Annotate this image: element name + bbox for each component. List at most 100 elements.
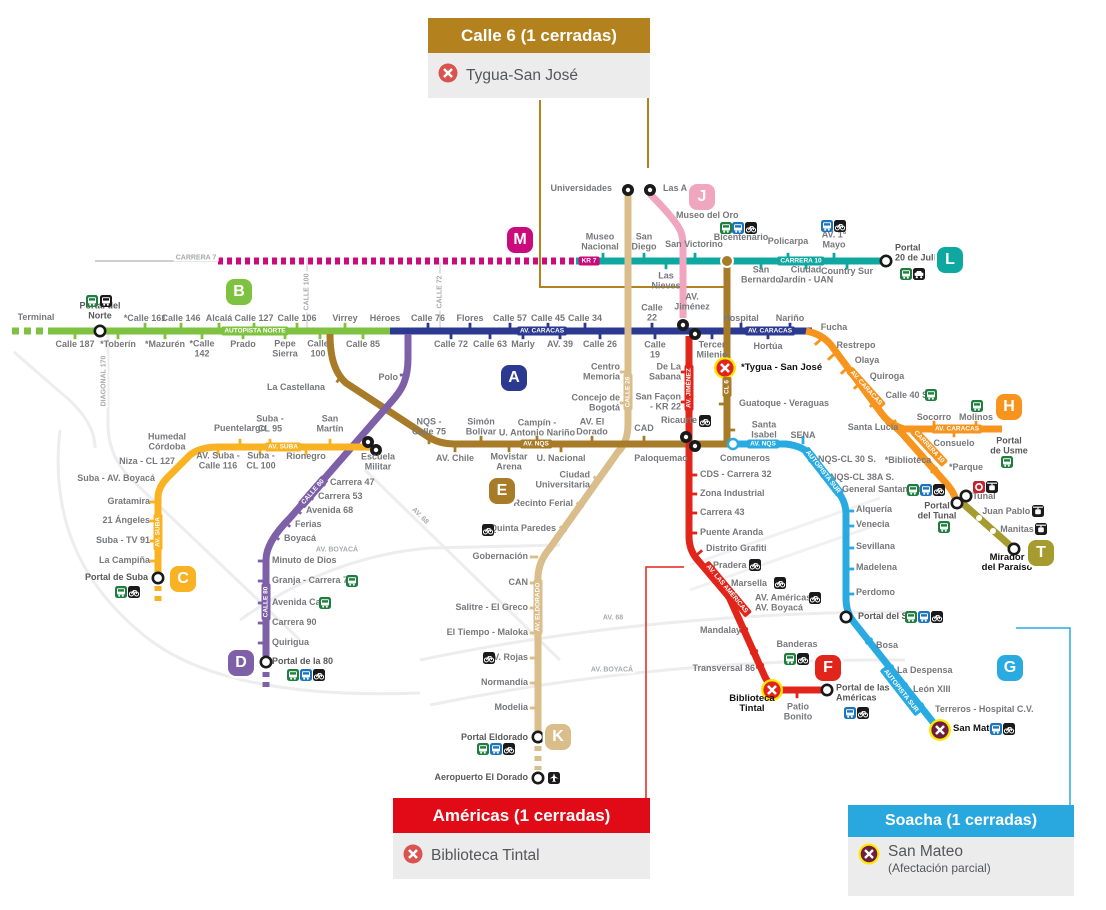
line-marker-G: G [997,655,1023,681]
line-D [262,334,412,656]
bus-blue-icon [821,220,833,232]
station-label: Suba - CL 95 [256,413,284,433]
line-marker-L: L [937,247,963,273]
line-K [534,194,632,740]
bike-icon [933,484,945,496]
closed-station-name: San Mateo [888,843,963,860]
leader-americas [645,566,684,798]
station-label: Portal de Suba [84,572,148,583]
street-chip: AV. NQS [520,439,552,449]
station-label: Avenida Cali [272,597,326,608]
bus-blue-icon [918,611,930,623]
station-label: Virrey [332,313,358,324]
station-label: Niza - CL 127 [119,456,175,467]
station-tick [426,322,430,332]
interchange-circle-center [625,187,631,193]
station-tick [801,435,805,445]
bus-green-icon [319,597,331,609]
interchange-circle-center [680,322,686,328]
street-chip: AV. NQS [747,439,779,449]
station-tick [598,330,602,340]
station-label: Calle 57 [492,313,528,324]
station-tick [653,330,657,340]
portal-station-circle [879,254,893,268]
station-label: Calle 63 [472,339,508,350]
station-label: San Mateo [953,722,1001,734]
station-tick [749,649,759,655]
station-tick [282,520,292,528]
plane-icon [548,772,560,784]
station-label: León XIII [913,684,951,695]
portal-station-circle [531,730,545,744]
line-marker-F: F [815,655,841,681]
station-tick [217,322,221,332]
street-chip: AV. SUBA [153,514,163,550]
station-label: Las Nieves [651,270,681,290]
station-tick [688,492,698,496]
station-tick [845,260,849,270]
station-label: Pepe Sierra [272,338,298,358]
station-label: Perdomo [856,587,896,598]
station-label: La Campiña [98,555,150,566]
station-label: CAD [634,423,654,434]
bus-green-icon [907,484,919,496]
bus-dark-icon [100,295,112,307]
interchange-circle-center [365,439,371,445]
station-label: CDS - Carrera 32 [700,469,772,480]
station-label: Avenida 68 [306,505,354,516]
station-tick [718,402,728,406]
station-label: Ferias [295,519,322,530]
road-label: CALLE 100 [303,271,311,313]
station-tick [650,322,654,332]
station-label: Banderas [776,639,818,650]
station-tick [257,579,267,583]
station-tick [759,260,763,270]
station-label: Centro Memoria [582,361,620,381]
station-label: Gobernación [472,551,528,562]
station-label: De La Sabana [648,361,681,381]
station-label: NQS-CL 38A S. [830,472,895,483]
leader-calle6 [539,100,725,288]
station-label: Portal de Usme [990,435,1028,455]
station-label: Calle 26 [582,339,618,350]
station-label: AV. Chile [435,453,475,464]
station-tick [257,641,267,645]
station-label: Patio Bonito [783,701,813,721]
bus-blue-icon [920,484,932,496]
station-tick [726,428,736,432]
portal-station-circle [959,489,973,503]
interchange-circle-center [692,443,698,449]
station-tick [179,322,183,332]
leader-soacha [1016,627,1071,805]
station-label: AV. Américas - AV. Boyacá [755,592,817,612]
road-label: DIAGONAL 170 [100,353,108,409]
station-tick [583,322,587,332]
street-chip: CALLE 80 [261,583,271,621]
banner-soacha-title: Soacha (1 cerradas) [848,805,1074,837]
station-tick [619,370,629,374]
station-label: Ciudad Universitaria [535,469,590,489]
banner-calle6: Calle 6 (1 cerradas) Tygua-San José [428,18,650,98]
station-label: Carrera 90 [272,617,317,628]
banner-soacha: Soacha (1 cerradas) San Mateo (Afectació… [848,805,1074,896]
station-label: Museo Nacional [581,231,619,251]
station-label: NQS - Calle 75 [411,416,447,436]
bus-green-icon [346,575,358,587]
portal-station-circle [839,610,853,624]
comuneros-circle [726,437,740,451]
station-label: Venecia [856,519,890,530]
station-tick [73,330,77,340]
station-tick [592,475,602,483]
station-label: Pradera [713,560,747,571]
road [419,610,906,662]
station-label: Hospital [723,313,759,324]
station-tick [739,627,749,633]
station-label: Sevillana [856,541,896,552]
station-label: Madelena [856,562,898,573]
station-label: Manitas [1000,524,1034,535]
station-label: Carrera 47 [330,477,375,488]
bus-blue-icon [844,707,856,719]
station-tick [343,322,347,332]
street-chip: AV. ELDORADO [533,579,543,635]
closed-x-icon [720,363,730,373]
